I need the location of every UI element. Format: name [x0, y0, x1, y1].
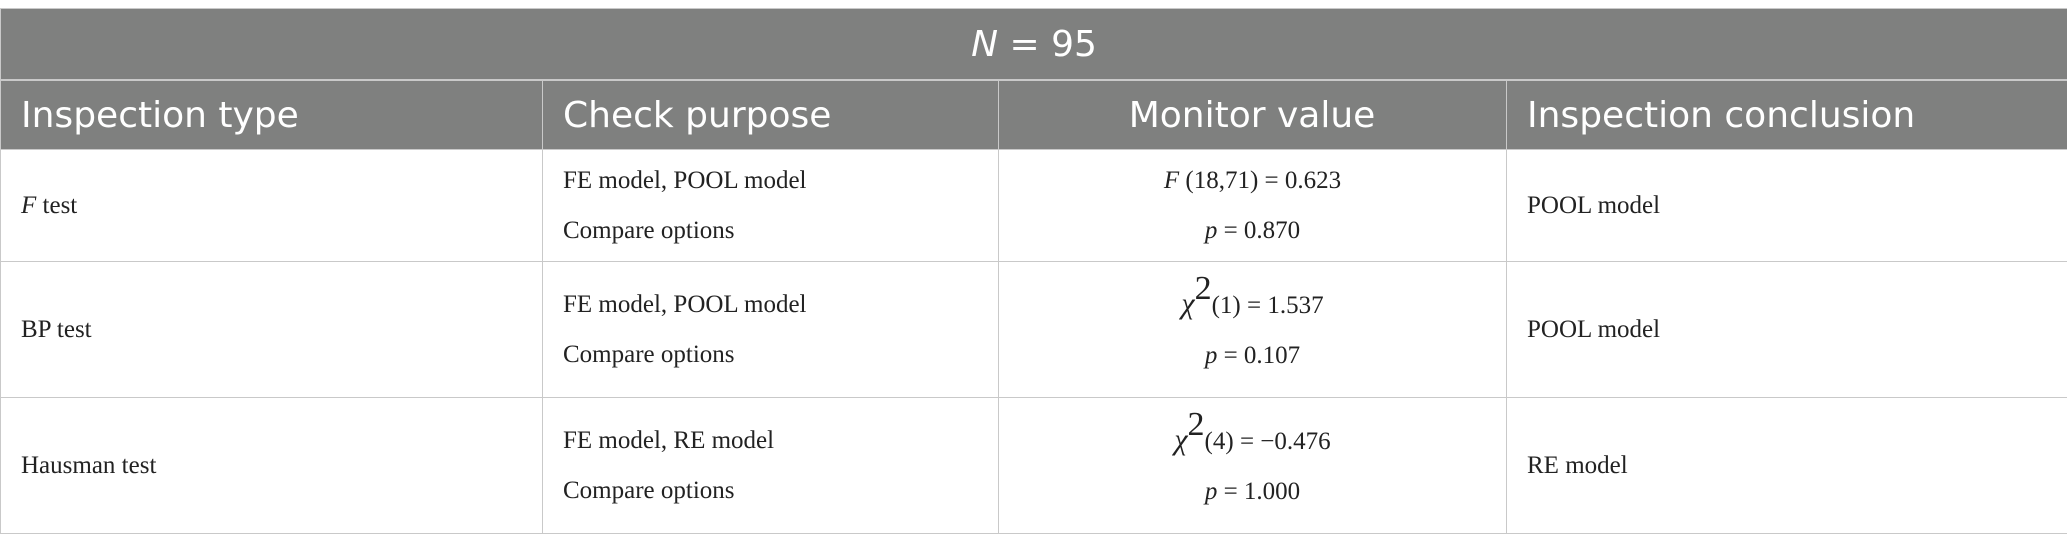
table-row: Hausman test FE model, RE model Compare … — [0, 397, 2067, 534]
n-symbol: N — [971, 23, 999, 65]
monitor-value-cell: F (18,71) = 0.623 p = 0.870 — [998, 149, 1507, 262]
p-symbol: p — [1204, 478, 1218, 505]
inspection-type-text: test — [36, 191, 78, 219]
table-row: F test FE model, POOL model Compare opti… — [0, 149, 2067, 262]
column-header-inspection-conclusion: Inspection conclusion — [1505, 79, 2067, 150]
p-value-line: p = 0.870 — [999, 206, 1506, 256]
check-purpose-cell: FE model, RE model Compare options — [542, 397, 999, 534]
statistic-value: (18,71) = 0.623 — [1179, 166, 1342, 194]
n-value: = 95 — [998, 23, 1097, 65]
check-purpose-cell: FE model, POOL model Compare options — [542, 149, 999, 262]
sample-size-header: N = 95 — [0, 8, 2067, 81]
p-symbol: p — [1204, 342, 1218, 369]
inspection-type-italic: F — [21, 191, 37, 219]
p-value: = 0.870 — [1217, 216, 1301, 244]
check-purpose-line: Compare options — [563, 476, 735, 504]
monitor-value-cell: χ2(1) = 1.537 p = 0.107 — [998, 261, 1507, 398]
statistic-line: χ2(1) = 1.537 — [999, 270, 1506, 331]
column-header-monitor-value: Monitor value — [998, 79, 1507, 150]
statistic-value: (1) = 1.537 — [1211, 292, 1324, 319]
inspection-type-text: BP test — [21, 315, 92, 343]
results-table-container: N = 95 Inspection type Check purpose Mon… — [0, 8, 2067, 534]
column-header-inspection-type: Inspection type — [0, 79, 543, 150]
p-value: = 0.107 — [1217, 342, 1301, 369]
inspection-type-text: Hausman test — [21, 451, 157, 479]
p-value-line: p = 1.000 — [999, 467, 1506, 517]
check-purpose-line: FE model, RE model — [563, 426, 775, 454]
check-purpose-line: FE model, POOL model — [563, 290, 807, 318]
chi-symbol: χ — [1174, 423, 1188, 456]
check-purpose-line: Compare options — [563, 340, 735, 368]
inspection-conclusion-cell: RE model — [1505, 397, 2067, 534]
statistic-line: F (18,71) = 0.623 — [999, 156, 1506, 206]
statistic-value: (4) = −0.476 — [1204, 428, 1331, 455]
chi-symbol: χ — [1181, 287, 1195, 320]
sample-size-header-row: N = 95 — [0, 8, 2067, 81]
p-symbol: p — [1204, 216, 1218, 244]
statistic-symbol: F — [1163, 166, 1180, 194]
table-row: BP test FE model, POOL model Compare opt… — [0, 261, 2067, 398]
inspection-type-cell: Hausman test — [0, 397, 543, 534]
check-purpose-line: Compare options — [563, 216, 735, 244]
check-purpose-line: FE model, POOL model — [563, 166, 807, 194]
monitor-value-cell: χ2(4) = −0.476 p = 1.000 — [998, 397, 1507, 534]
column-header-row: Inspection type Check purpose Monitor va… — [0, 79, 2067, 150]
inspection-conclusion-cell: POOL model — [1505, 261, 2067, 398]
inspection-conclusion-cell: POOL model — [1505, 149, 2067, 262]
p-value: = 1.000 — [1217, 478, 1301, 505]
chi-superscript: 2 — [1194, 270, 1212, 307]
check-purpose-cell: FE model, POOL model Compare options — [542, 261, 999, 398]
chi-superscript: 2 — [1187, 406, 1205, 443]
inspection-type-cell: F test — [0, 149, 543, 262]
column-header-check-purpose: Check purpose — [542, 79, 999, 150]
statistic-line: χ2(4) = −0.476 — [999, 406, 1506, 467]
inspection-table: N = 95 Inspection type Check purpose Mon… — [0, 8, 2067, 534]
inspection-type-cell: BP test — [0, 261, 543, 398]
p-value-line: p = 0.107 — [999, 331, 1506, 381]
